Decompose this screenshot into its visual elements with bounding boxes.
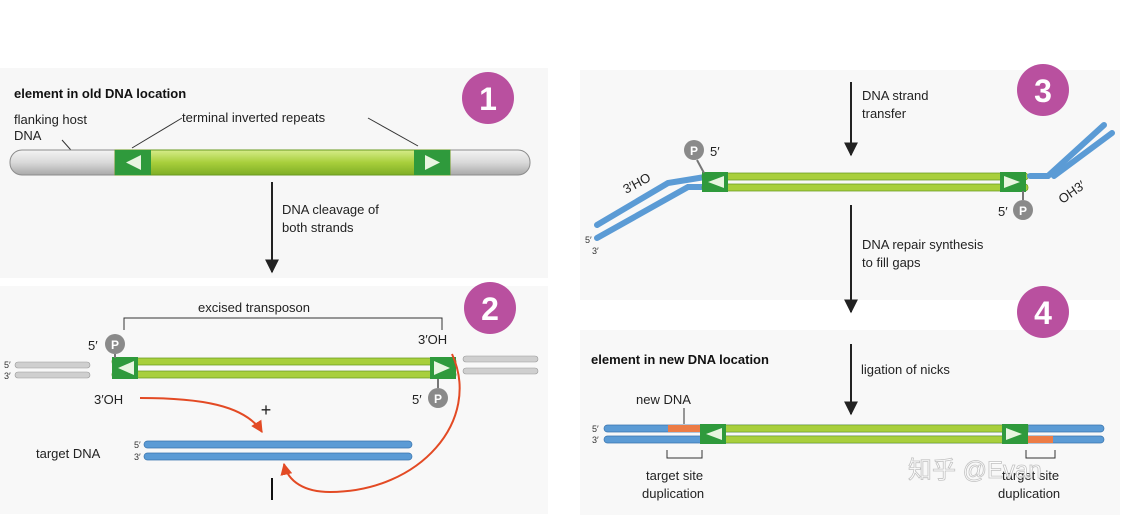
- excised-bottom-strand: [111, 370, 457, 379]
- attack-arrow-left: [139, 397, 263, 434]
- target-arm-left-bottom: [594, 184, 708, 241]
- host-fragment-right-bottom: [462, 367, 539, 375]
- new-location-transposon-bottom: [700, 435, 1029, 444]
- attack-arrow-right: [280, 353, 461, 494]
- phosphate-top-five-prime: 5′: [710, 144, 720, 159]
- excised-tir-right-arrow-icon: [434, 361, 450, 375]
- tir-pointer-left: [131, 117, 183, 149]
- step-number-2: 2: [481, 291, 499, 327]
- arm-five-prime: 5′: [585, 235, 592, 245]
- tir-right-arrow-icon: [425, 155, 440, 170]
- tir-pointer-right: [367, 117, 419, 147]
- tir-label: terminal inverted repeats: [182, 110, 326, 125]
- tsd-right-line2: duplication: [998, 486, 1060, 501]
- excised-three-oh-right: 3′OH: [418, 332, 447, 347]
- repair-label-line2: to fill gaps: [862, 255, 921, 270]
- repair-label-line1: DNA repair synthesis: [862, 237, 984, 252]
- new-dna-label: new DNA: [636, 392, 691, 407]
- phosphate-icon-bottom: P: [1013, 200, 1033, 220]
- phosphate-bottom-text: P: [1019, 204, 1027, 218]
- transferred-tir-left-arrow-icon: [708, 176, 724, 188]
- target-three-prime: 3′: [134, 452, 141, 462]
- host-five-prime: 5′: [4, 360, 11, 370]
- target-arm-right-bottom: [1051, 130, 1115, 179]
- old-location-dna: [9, 149, 531, 176]
- target-five-prime: 5′: [134, 440, 141, 450]
- transferred-tir-right-arrow-icon: [1004, 176, 1020, 188]
- step-badge-2: 2: [464, 282, 516, 334]
- phosphate-icon-right: P: [428, 388, 448, 408]
- excised-bracket: [123, 317, 443, 330]
- phosphate-top-stem: [696, 159, 705, 174]
- host-fragment-left-bottom: [14, 371, 91, 379]
- strand-transfer-label-line2: transfer: [862, 106, 907, 121]
- step-number-3: 3: [1034, 73, 1052, 109]
- new-location-dna: [603, 424, 1105, 444]
- new-location-five-prime: 5′: [592, 424, 599, 434]
- tsd-right-line1: target site: [1002, 468, 1059, 483]
- excised-five-prime-right: 5′: [412, 392, 422, 407]
- flanking-label-line1: flanking host: [14, 112, 87, 127]
- step-number-4: 4: [1034, 295, 1052, 331]
- cleavage-label-line1: DNA cleavage of: [282, 202, 379, 217]
- new-location-tir-left-arrow-icon: [706, 428, 722, 440]
- excised-top-strand: [111, 357, 457, 366]
- panel2-background: [0, 286, 548, 514]
- new-location-transposon-top: [700, 424, 1029, 433]
- strand-transfer-complex: [594, 122, 1115, 241]
- excised-three-oh-left: 3′OH: [94, 392, 123, 407]
- target-arm-left-top: [594, 174, 708, 228]
- step-number-1: 1: [479, 81, 497, 117]
- new-location-tir-right-arrow-icon: [1006, 428, 1022, 440]
- new-dna-fill-right: [1027, 436, 1053, 443]
- host-three-prime: 3′: [4, 371, 11, 381]
- tir-left-arrow-icon: [126, 155, 141, 170]
- phosphate-left-text: P: [111, 338, 119, 352]
- target-dna-label: target DNA: [36, 446, 101, 461]
- step-badge-3: 3: [1017, 64, 1069, 116]
- target-bottom-strand: [143, 452, 413, 461]
- new-location-three-prime: 3′: [592, 435, 599, 445]
- phosphate-icon-top: P: [684, 140, 704, 160]
- phosphate-top-text: P: [690, 144, 698, 158]
- target-arm-right-top: [1027, 122, 1107, 179]
- panel4-title: element in new DNA location: [591, 352, 769, 367]
- step-badge-1: 1: [462, 72, 514, 124]
- tsd-left-line1: target site: [646, 468, 703, 483]
- target-top-strand: [143, 440, 413, 449]
- new-dna-fill-left: [668, 425, 700, 432]
- host-fragment-left-top: [14, 361, 91, 369]
- phosphate-bottom-five-prime: 5′: [998, 204, 1008, 219]
- strand-transfer-label-line1: DNA strand: [862, 88, 928, 103]
- excised-tir-left-arrow-icon: [118, 361, 134, 375]
- phosphate-right-text: P: [434, 392, 442, 406]
- host-fragment-right-top: [462, 355, 539, 363]
- tsd-bracket-right: [1025, 450, 1056, 459]
- flanking-label-line2: DNA: [14, 128, 42, 143]
- tsd-left-line2: duplication: [642, 486, 704, 501]
- excised-five-prime-left: 5′: [88, 338, 98, 353]
- excised-label: excised transposon: [198, 300, 310, 315]
- watermark: 知乎 @Evan: [908, 457, 1042, 484]
- step-badge-4: 4: [1017, 286, 1069, 338]
- ligation-label: ligation of nicks: [861, 362, 950, 377]
- transferred-bottom-strand: [701, 183, 1029, 192]
- transposon-segment: [114, 149, 451, 176]
- arm-three-prime: 3′: [592, 246, 599, 256]
- transferred-top-strand: [701, 172, 1029, 181]
- tsd-bracket-left: [666, 450, 703, 459]
- cleavage-label-line2: both strands: [282, 220, 354, 235]
- panel1-title: element in old DNA location: [14, 86, 186, 101]
- phosphate-icon-left: P: [105, 334, 125, 354]
- plus-sign: +: [261, 400, 272, 420]
